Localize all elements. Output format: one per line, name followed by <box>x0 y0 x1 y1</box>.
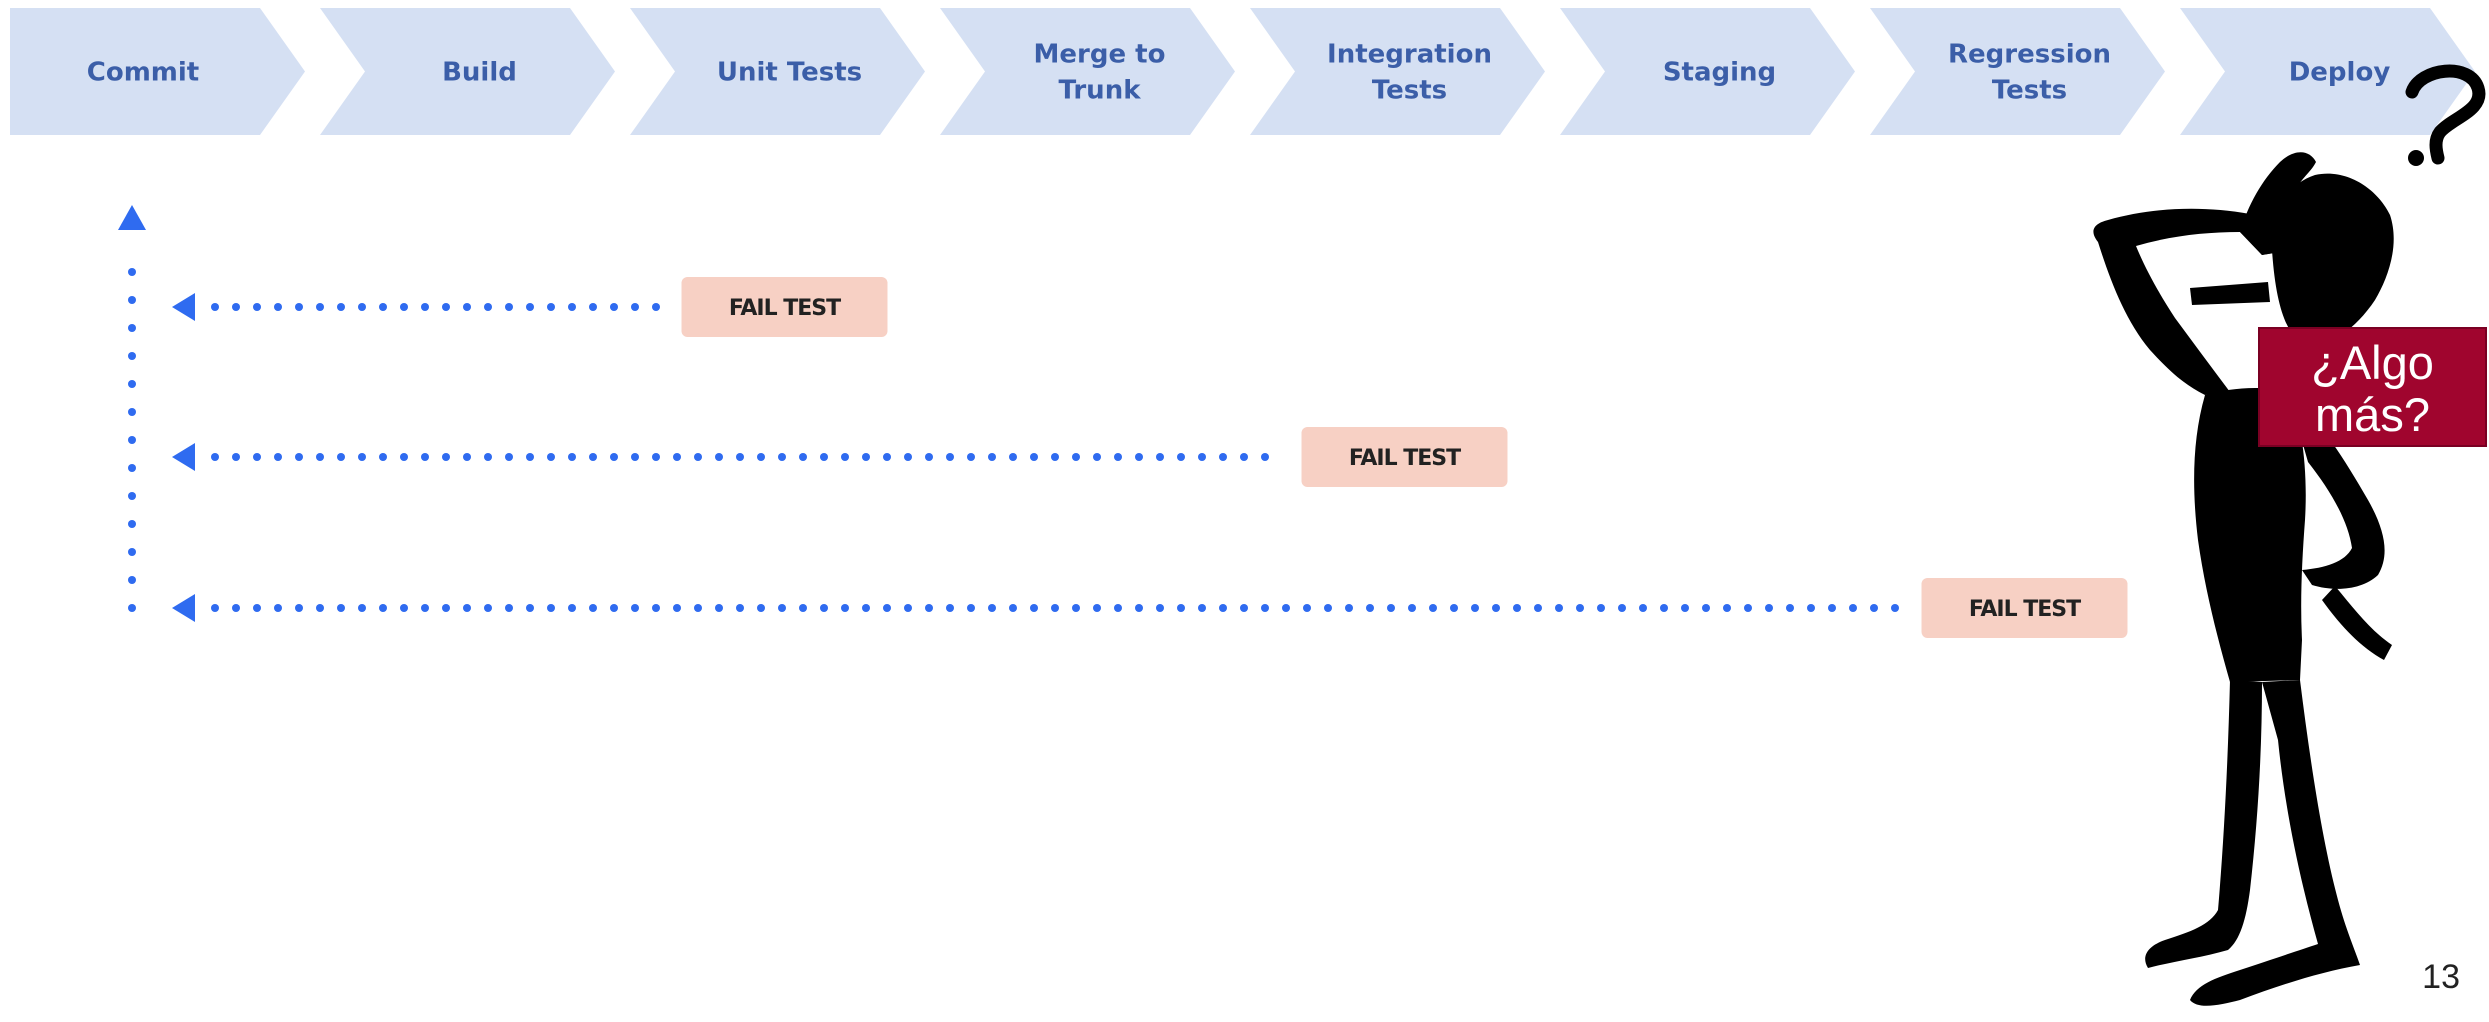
fail-test-badge: FAIL TEST <box>1301 427 1508 487</box>
person-head <box>2271 173 2394 348</box>
pipeline-stages: Commit Build Unit Tests Merge to Trunk Integr… <box>10 8 2475 135</box>
stage-staging-chevron <box>1560 8 1855 135</box>
up-arrowhead-icon <box>118 205 146 230</box>
left-arrowhead-icon <box>172 293 195 321</box>
stage-deploy-label: Deploy <box>2289 58 2391 88</box>
stage-integration-tests-label: Tests <box>1372 76 1447 106</box>
stage-merge-to-trunk-label: Merge to <box>1034 40 1166 70</box>
fail-test-badge: FAIL TEST <box>681 277 888 337</box>
stage-deploy-chevron <box>2180 8 2475 135</box>
stage-build-label: Build <box>442 58 517 88</box>
fail-test-badges: FAIL TEST FAIL TEST FAIL TEST <box>681 277 2128 638</box>
callout-line-2: más? <box>2315 388 2430 441</box>
fail-test-label: FAIL TEST <box>1349 446 1461 471</box>
thinking-person-icon <box>2093 64 2486 1006</box>
return-to-commit-line <box>128 268 136 612</box>
left-arrowhead-icon <box>172 594 195 622</box>
stage-deploy: Deploy <box>2180 8 2475 135</box>
person-left-leg <box>2145 680 2262 968</box>
stage-regression-tests-label: Regression <box>1948 40 2111 70</box>
stage-build-chevron <box>320 8 615 135</box>
stage-regression-tests-label: Tests <box>1992 76 2067 106</box>
stage-merge-to-trunk: Merge to Trunk <box>940 8 1235 135</box>
fail-arrow-regression-tests <box>172 594 1899 622</box>
stage-integration-tests-chevron <box>1250 8 1545 135</box>
stage-commit-chevron <box>10 8 305 135</box>
page-number: 13 <box>2422 958 2460 996</box>
fail-test-label: FAIL TEST <box>729 296 841 321</box>
stage-commit-label: Commit <box>87 58 199 88</box>
stage-merge-to-trunk-chevron <box>940 8 1235 135</box>
stage-unit-tests-chevron <box>630 8 925 135</box>
stage-merge-to-trunk-label: Trunk <box>1058 76 1141 106</box>
stage-staging: Staging <box>1560 8 1855 135</box>
callout-line-1: ¿Algo <box>2311 336 2434 389</box>
fail-arrow-unit-tests <box>172 293 660 321</box>
fail-test-label: FAIL TEST <box>1969 597 2081 622</box>
question-dot <box>2408 150 2424 166</box>
stage-integration-tests-label: Integration <box>1327 40 1492 70</box>
stage-unit-tests-label: Unit Tests <box>717 58 862 88</box>
stage-unit-tests: Unit Tests <box>630 8 925 135</box>
stage-commit: Commit <box>10 8 305 135</box>
fail-test-badge: FAIL TEST <box>1921 578 2128 638</box>
question-mark-icon <box>2405 64 2486 165</box>
stage-regression-tests-chevron <box>1870 8 2165 135</box>
person-torso <box>2194 388 2306 682</box>
stage-build: Build <box>320 8 615 135</box>
failure-return-arrows <box>118 205 1899 622</box>
callout-box: ¿Algo más? <box>2258 327 2487 447</box>
person-right-leg <box>2190 680 2360 1006</box>
person-raised-arm <box>2093 208 2292 395</box>
left-arrowhead-icon <box>172 443 195 471</box>
stage-staging-label: Staging <box>1663 58 1776 88</box>
fail-arrow-integration-tests <box>172 443 1269 471</box>
